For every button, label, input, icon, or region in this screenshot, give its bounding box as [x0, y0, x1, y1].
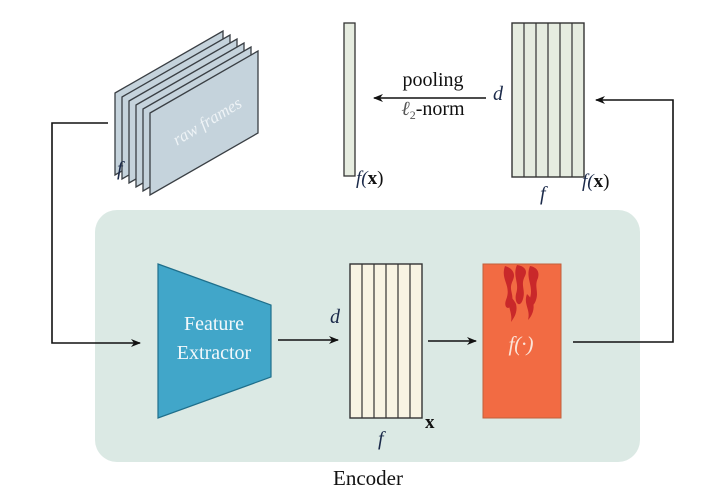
input-arrow — [51, 122, 141, 347]
feature-matrix-x — [349, 263, 423, 419]
feature-matrix-d-label: d — [330, 306, 341, 328]
feature-matrix-x-label: x — [425, 412, 435, 433]
raw-frames-f-label: f — [117, 158, 125, 180]
raw-frames-stack — [114, 29, 259, 197]
pooled-vector-label: f(x) — [356, 168, 383, 189]
output-matrix-fx — [511, 22, 585, 178]
output-matrix-f-label: f — [540, 183, 548, 205]
flame-icon — [503, 265, 539, 322]
pooling-label: pooling — [402, 69, 463, 91]
pooled-vector — [343, 22, 356, 177]
output-matrix-name-label: f(x) — [582, 171, 609, 192]
encoder-label: Encoder — [333, 466, 403, 490]
feature-extractor-line1: Feature — [184, 313, 244, 335]
feature-matrix-f-label: f — [378, 428, 386, 450]
output-matrix-d-label: d — [493, 83, 504, 105]
l2-norm-label: ℓ2-norm — [401, 98, 465, 122]
function-block-label: f(·) — [508, 332, 533, 356]
feature-extractor-line2: Extractor — [177, 342, 252, 364]
raw-frame — [149, 49, 259, 197]
feature-extractor — [157, 263, 272, 419]
output-arrow — [573, 96, 674, 343]
